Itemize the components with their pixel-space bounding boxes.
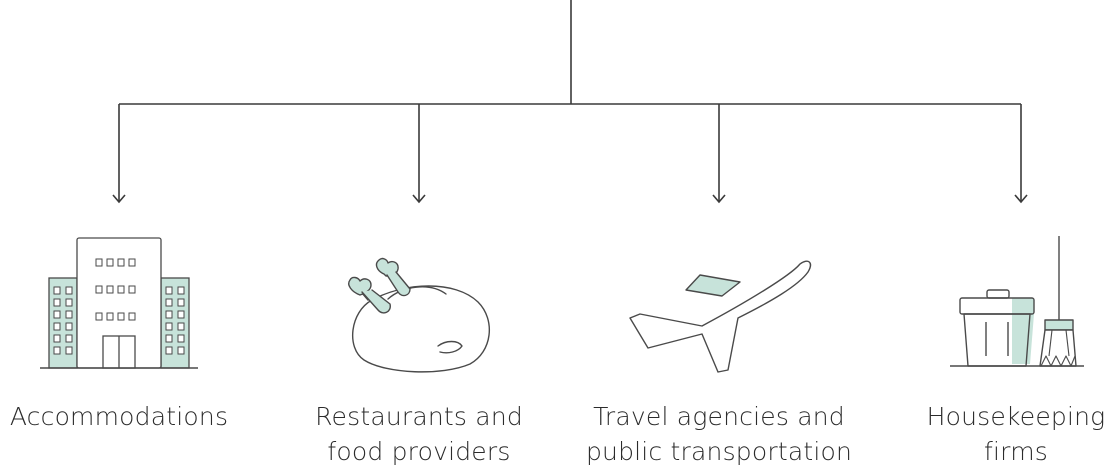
- label-restaurants: Restaurants and food providers: [299, 399, 539, 469]
- arrowhead-restaurants: [412, 194, 426, 204]
- trash-bin-and-broom-icon: [950, 236, 1084, 367]
- arrowhead-accommodations: [112, 194, 126, 204]
- label-travel-line-1: Travel agencies and: [593, 402, 845, 431]
- label-housekeeping: Housekeeping firms: [921, 399, 1111, 469]
- airplane-icon: [629, 260, 812, 373]
- label-housekeeping-line-1: Housekeeping: [926, 402, 1106, 431]
- label-housekeeping-line-2: firms: [984, 437, 1048, 466]
- label-travel: Travel agencies and public transportatio…: [574, 399, 864, 469]
- label-restaurants-line-2: food providers: [327, 437, 511, 466]
- arrowhead-housekeeping: [1014, 194, 1028, 204]
- label-restaurants-line-1: Restaurants and: [315, 402, 523, 431]
- arrowhead-travel: [712, 194, 726, 204]
- label-accommodations-line-1: Accommodations: [9, 402, 229, 431]
- roast-chicken-icon: [348, 257, 490, 373]
- connector-lines: [112, 0, 1028, 204]
- label-travel-line-2: public transportation: [585, 437, 853, 466]
- label-accommodations: Accommodations: [4, 399, 234, 434]
- building-icon: [40, 237, 198, 369]
